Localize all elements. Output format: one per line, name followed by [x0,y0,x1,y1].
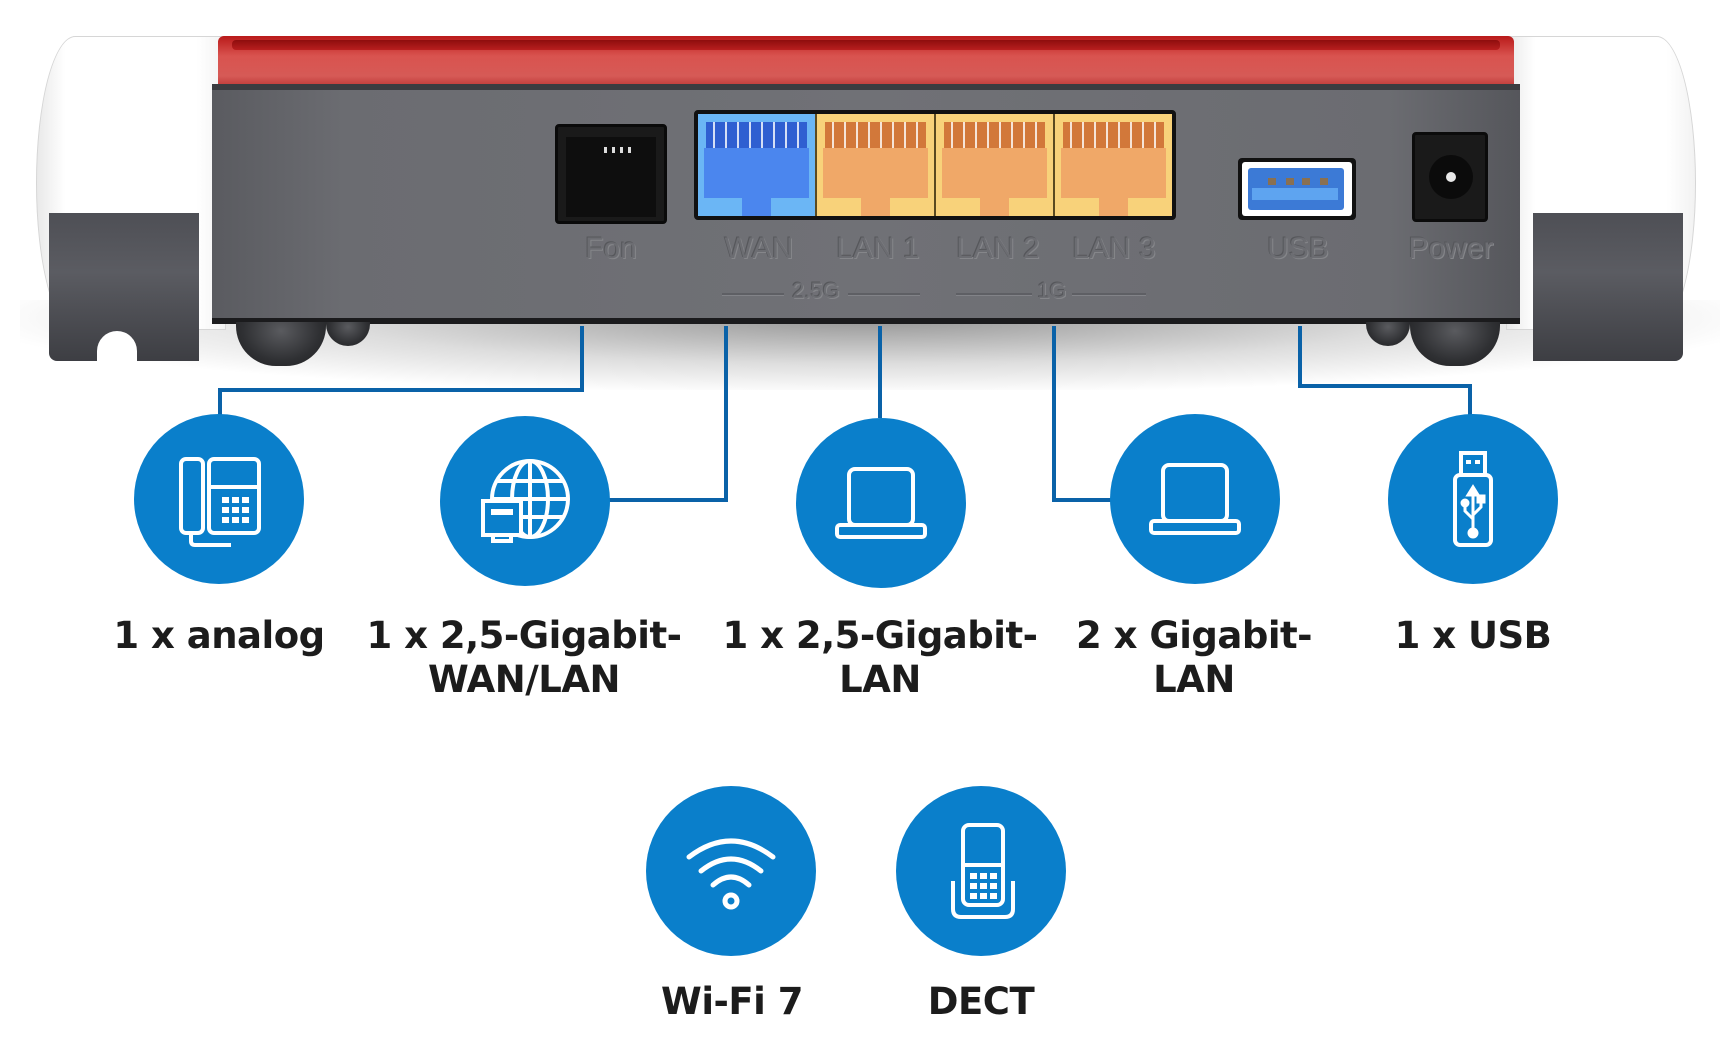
caption-line: 1 x 2,5-Gigabit- [366,614,683,657]
usb-contact [1320,178,1328,185]
feature-circle-wifi [646,786,816,956]
port-label-lan2: LAN 2 [956,232,1040,265]
fon-pin [604,147,607,153]
connector-line [724,326,728,502]
feature-circle-usb [1388,414,1558,584]
speed-group-line [1072,293,1146,295]
power-port [1412,132,1488,222]
feature-caption-lan-2-5g: 1 x 2,5-Gigabit- LAN [722,614,1039,702]
usb-stick-icon [1453,451,1493,547]
speed-group-line [956,293,1032,295]
port-contacts [706,122,807,148]
feature-circle-lan-gigabit [1110,414,1280,584]
port-latch [980,198,1009,216]
port-label-lan1: LAN 1 [836,232,920,265]
caption-line: 1 x 2,5-Gigabit- [722,614,1039,657]
usb-port [1238,158,1356,220]
feature-caption-wifi: Wi-Fi 7 [661,980,803,1024]
caption-line: Wi-Fi 7 [661,980,803,1023]
feature-circle-dect [896,786,1066,956]
fon-port-socket [566,137,656,217]
caption-line: 2 x Gigabit- [1075,614,1313,657]
endcap-dark-base [49,213,199,365]
caption-line: DECT [927,980,1035,1023]
feature-caption-usb: 1 x USB [1395,614,1552,658]
ethernet-port-block [694,110,1176,220]
port-contacts [825,122,926,148]
connector-line [1052,326,1056,502]
fon-pin [620,147,623,153]
feature-caption-analog: 1 x analog [113,614,325,658]
connector-line [1298,384,1472,388]
connector-line [1052,498,1112,502]
fon-pin [612,147,615,153]
port-contacts [944,122,1045,148]
connector-line [606,498,728,502]
wan-port [698,114,817,216]
connector-line [1298,326,1302,388]
connector-line [878,326,882,418]
speed-group-line [848,293,920,295]
port-body [704,148,809,198]
port-body [823,148,928,198]
port-latch [742,198,771,216]
feature-circle-analog [134,414,304,584]
router-red-top [218,36,1514,86]
port-label-power: Power [1408,232,1494,265]
endcap-dark-base [1533,213,1683,361]
speed-group-1g: 1G [1037,278,1067,303]
red-top-groove [232,40,1500,50]
connector-line [218,388,222,416]
port-label-wan: WAN [724,232,794,265]
caption-line: 1 x USB [1394,614,1552,657]
port-latch [861,198,890,216]
caption-line: LAN [839,658,921,701]
caption-line: 1 x analog [113,614,325,657]
feature-caption-wan: 1 x 2,5-Gigabit- WAN/LAN [366,614,683,702]
feature-circle-lan-2-5g [796,418,966,588]
speed-group-line [722,293,784,295]
port-contacts [1063,122,1164,148]
lan3-port [1055,114,1172,216]
port-label-fon: Fon [585,232,637,265]
port-body [1061,148,1166,198]
port-label-lan3: LAN 3 [1072,232,1156,265]
globe-ethernet-icon [481,459,570,543]
router-right-endcap [1506,36,1696,361]
cable-notch [97,331,137,365]
connector-line [580,326,584,392]
port-body [942,148,1047,198]
speed-group-2-5g: 2.5G [792,278,840,303]
port-latch [1099,198,1128,216]
caption-line: LAN [1153,658,1235,701]
fon-port [555,124,667,224]
router-left-endcap [36,36,226,365]
fon-pin [628,147,631,153]
usb-contact [1268,178,1276,185]
caption-line: WAN/LAN [428,658,620,701]
port-label-usb: USB [1267,232,1329,265]
connector-line [218,388,584,392]
lan2-port [936,114,1055,216]
wifi-icon [686,838,776,910]
usb-port-tongue [1252,188,1338,200]
laptop-icon [835,467,927,539]
phone-icon [179,457,261,547]
laptop-icon [1149,463,1241,535]
lan1-port [817,114,936,216]
connector-line [1468,384,1472,416]
dect-handset-icon [951,823,1015,919]
power-jack-pin [1446,172,1456,182]
feature-caption-lan-gigabit: 2 x Gigabit- LAN [1075,614,1313,702]
usb-contact [1286,178,1294,185]
usb-contact [1302,178,1310,185]
feature-circle-wan [440,416,610,586]
feature-caption-dect: DECT [927,980,1035,1024]
